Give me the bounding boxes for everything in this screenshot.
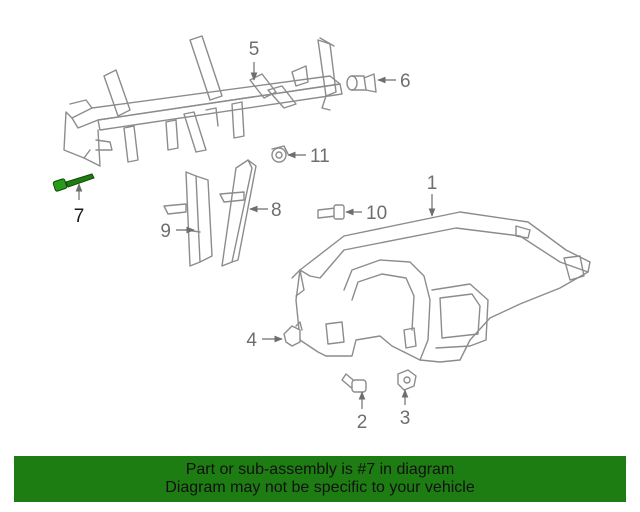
bolt-part-7[interactable]	[52, 173, 95, 192]
callout-labels: 5 6 11 7 8 9 10 1 4 2 3	[74, 39, 438, 433]
banner-line-part-info: Part or sub-assembly is #7 in diagram	[185, 461, 455, 478]
callout-10: 10	[366, 203, 387, 224]
banner-line-disclaimer: Diagram may not be specific to your vehi…	[165, 479, 475, 496]
callout-11: 11	[310, 146, 330, 167]
callout-2: 2	[357, 412, 368, 433]
info-banner: Part or sub-assembly is #7 in diagram Di…	[14, 456, 626, 502]
callout-3: 3	[400, 408, 411, 429]
callout-8: 8	[271, 200, 282, 221]
instrument-panel-part-1[interactable]	[291, 211, 591, 363]
callout-1: 1	[427, 173, 438, 194]
reinforcement-beam-part-5[interactable]	[63, 35, 343, 167]
bolt-part-10[interactable]	[317, 204, 345, 220]
nut-part-11[interactable]	[271, 145, 289, 163]
clip-part-6[interactable]	[346, 73, 377, 93]
parts-diagram: 5 6 11 7 8 9 10 1 4 2 3	[52, 35, 591, 433]
clip-part-4[interactable]	[283, 321, 303, 347]
callout-6: 6	[400, 71, 411, 92]
nut-part-3[interactable]	[397, 369, 417, 391]
callout-5: 5	[249, 39, 260, 60]
callout-9: 9	[160, 221, 171, 242]
callout-7: 7	[74, 206, 85, 227]
bracket-part-9[interactable]	[163, 171, 213, 267]
callout-4: 4	[246, 330, 257, 351]
bolt-part-2[interactable]	[341, 373, 367, 393]
bracket-part-8[interactable]	[219, 159, 257, 267]
leader-lines	[75, 62, 436, 409]
